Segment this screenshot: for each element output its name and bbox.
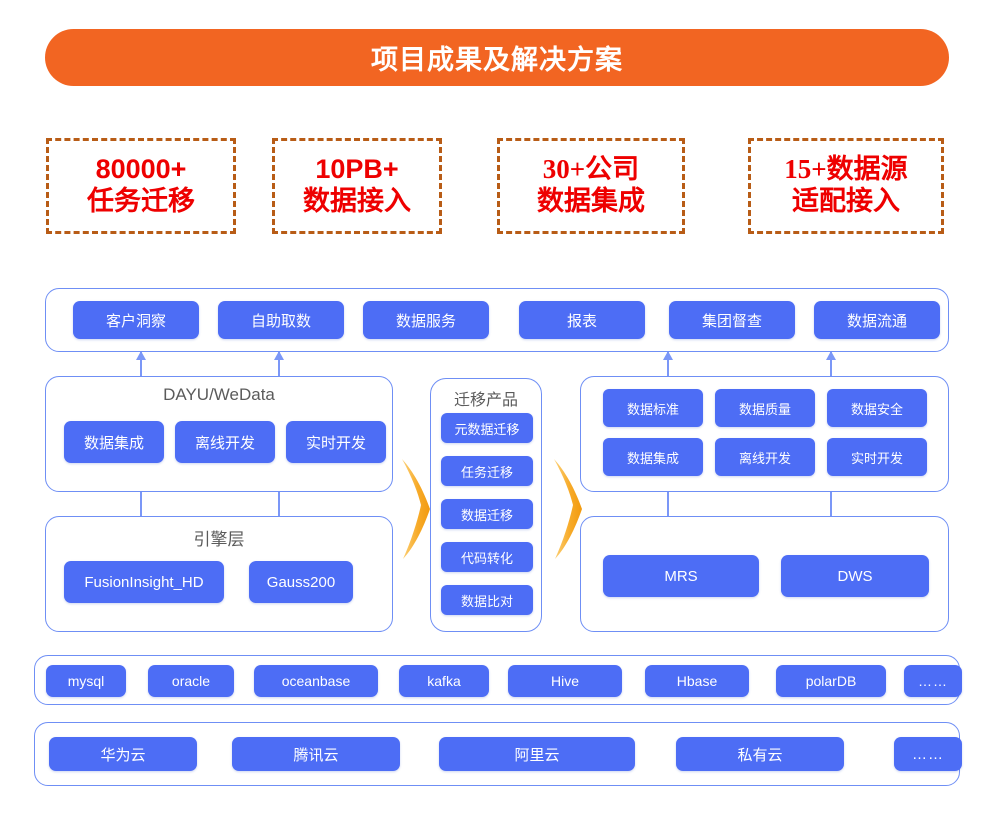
datasource-chip-polardb[interactable]: polarDB — [776, 665, 886, 697]
engine-chip-fusioninsight[interactable]: FusionInsight_HD — [64, 561, 224, 603]
target-chip-offline-dev[interactable]: 离线开发 — [715, 438, 815, 476]
page-title-banner: 项目成果及解决方案 — [45, 29, 949, 86]
connector-arrow-target-to-app — [826, 351, 836, 376]
cloud-chip-more[interactable]: …… — [894, 737, 962, 771]
migration-products-panel: 迁移产品 元数据迁移 任务迁移 数据迁移 代码转化 数据比对 — [430, 378, 542, 632]
flash-arrow-left — [400, 455, 434, 563]
target-chip-data-standard[interactable]: 数据标准 — [603, 389, 703, 427]
stat-card-0: 80000+ 任务迁移 — [46, 138, 236, 234]
migration-chip-task[interactable]: 任务迁移 — [441, 456, 533, 486]
stat-card-1: 10PB+ 数据接入 — [272, 138, 442, 234]
migration-chip-data[interactable]: 数据迁移 — [441, 499, 533, 529]
stat-card-2: 30+公司 数据集成 — [497, 138, 685, 234]
stat-number: 15+数据源 — [784, 153, 908, 184]
stat-card-3: 15+数据源 适配接入 — [748, 138, 944, 234]
engine-chip-gauss200[interactable]: Gauss200 — [249, 561, 353, 603]
source-platform-panel: DAYU/WeData 数据集成 离线开发 实时开发 — [45, 376, 393, 492]
app-chip-self-service-query[interactable]: 自助取数 — [218, 301, 344, 339]
source-chip-data-integration[interactable]: 数据集成 — [64, 421, 164, 463]
stat-number: 10PB+ — [315, 153, 399, 184]
datasource-chip-hbase[interactable]: Hbase — [645, 665, 749, 697]
connector-source-to-engine — [278, 492, 280, 516]
stat-number: 80000+ — [95, 153, 187, 184]
connector-arrow-target-to-app — [663, 351, 673, 376]
app-chip-report[interactable]: 报表 — [519, 301, 645, 339]
source-chip-offline-dev[interactable]: 离线开发 — [175, 421, 275, 463]
app-chip-group-supervision[interactable]: 集团督查 — [669, 301, 795, 339]
engine-layer-panel: 引擎层 FusionInsight_HD Gauss200 — [45, 516, 393, 632]
datasource-chip-oceanbase[interactable]: oceanbase — [254, 665, 378, 697]
stat-label: 任务迁移 — [87, 185, 195, 216]
datasource-chip-oracle[interactable]: oracle — [148, 665, 234, 697]
stat-label: 适配接入 — [792, 185, 900, 216]
cloud-chip-tencent[interactable]: 腾讯云 — [232, 737, 400, 771]
migration-products-title: 迁移产品 — [453, 392, 518, 409]
app-chip-data-service[interactable]: 数据服务 — [363, 301, 489, 339]
datasource-chip-hive[interactable]: Hive — [508, 665, 622, 697]
connector-arrow-source-to-app — [274, 351, 284, 376]
target-chip-data-integration[interactable]: 数据集成 — [603, 438, 703, 476]
cloud-chip-private[interactable]: 私有云 — [676, 737, 844, 771]
datasource-chip-more[interactable]: …… — [904, 665, 962, 697]
data-sources-panel: mysql oracle oceanbase kafka Hive Hbase … — [34, 655, 962, 705]
target-chip-realtime-dev[interactable]: 实时开发 — [827, 438, 927, 476]
stat-number: 30+公司 — [542, 153, 640, 184]
source-chip-realtime-dev[interactable]: 实时开发 — [286, 421, 386, 463]
stat-label: 数据接入 — [303, 185, 411, 216]
migration-chip-metadata[interactable]: 元数据迁移 — [441, 413, 533, 443]
application-layer-panel: 客户洞察 自助取数 数据服务 报表 集团督查 数据流通 — [45, 288, 949, 352]
cloud-chip-aliyun[interactable]: 阿里云 — [439, 737, 635, 771]
target-chip-data-security[interactable]: 数据安全 — [827, 389, 927, 427]
migration-chip-code-conversion[interactable]: 代码转化 — [441, 542, 533, 572]
datasource-chip-mysql[interactable]: mysql — [46, 665, 126, 697]
target-platform-panel: 数据标准 数据质量 数据安全 数据集成 离线开发 实时开发 — [580, 376, 949, 492]
migration-chip-data-compare[interactable]: 数据比对 — [441, 585, 533, 615]
app-chip-customer-insight[interactable]: 客户洞察 — [73, 301, 199, 339]
cloud-chip-huawei[interactable]: 华为云 — [49, 737, 197, 771]
engine-layer-title: 引擎层 — [193, 530, 245, 549]
target-engine-panel: MRS DWS — [580, 516, 949, 632]
flash-arrow-right — [552, 455, 586, 563]
connector-arrow-source-to-app — [136, 351, 146, 376]
target-engine-chip-dws[interactable]: DWS — [781, 555, 929, 597]
stat-label: 数据集成 — [537, 185, 645, 216]
target-engine-chip-mrs[interactable]: MRS — [603, 555, 759, 597]
connector-source-to-engine — [140, 492, 142, 516]
source-platform-title: DAYU/WeData — [163, 385, 275, 404]
target-chip-data-quality[interactable]: 数据质量 — [715, 389, 815, 427]
connector-target-to-engine — [667, 492, 669, 516]
page-title: 项目成果及解决方案 — [371, 45, 623, 75]
datasource-chip-kafka[interactable]: kafka — [399, 665, 489, 697]
app-chip-data-circulation[interactable]: 数据流通 — [814, 301, 940, 339]
clouds-panel: 华为云 腾讯云 阿里云 私有云 …… — [34, 722, 962, 786]
connector-target-to-engine — [830, 492, 832, 516]
